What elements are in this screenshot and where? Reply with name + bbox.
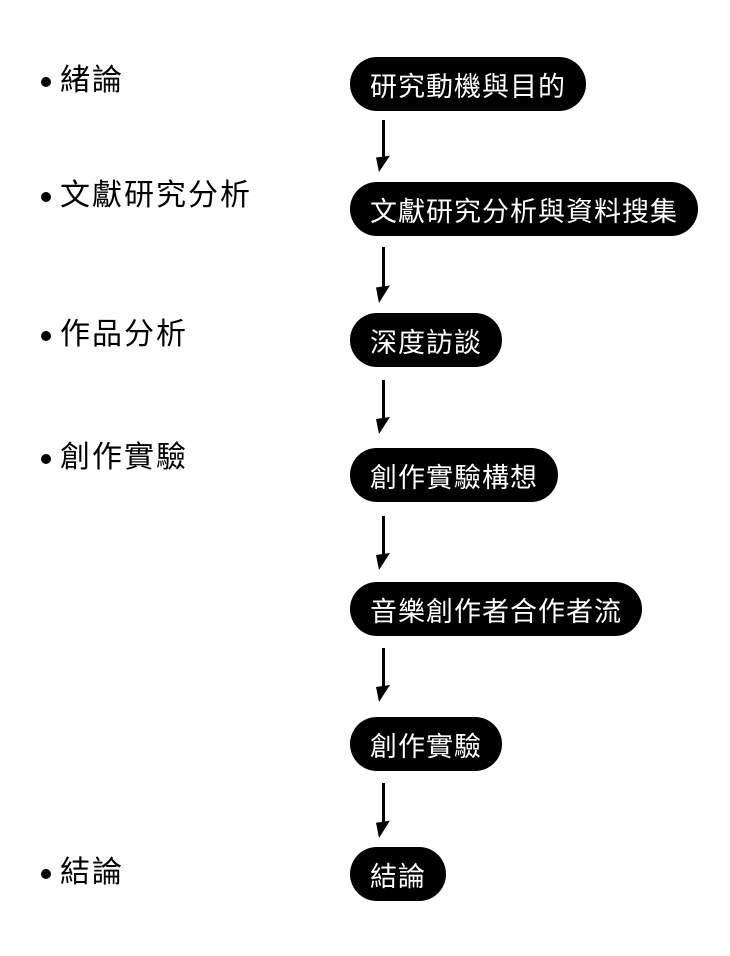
arrow-down-icon xyxy=(376,380,390,434)
bullet-icon xyxy=(41,331,51,341)
outline-item-introduction: 緒論 xyxy=(41,64,124,98)
arrow-down-icon xyxy=(376,247,390,303)
arrow-down-icon xyxy=(376,516,390,570)
outline-item-conclusion: 結論 xyxy=(41,856,124,890)
bullet-icon xyxy=(41,192,51,202)
flow-node-musician-collaboration: 音樂創作者合作者流 xyxy=(350,582,642,636)
outline-item-label: 緒論 xyxy=(60,64,124,97)
flow-node-depth-interview: 深度訪談 xyxy=(350,313,502,367)
arrow-down-icon xyxy=(376,120,390,172)
outline-item-label: 結論 xyxy=(60,856,124,889)
outline-item-creation-experiment: 創作實驗 xyxy=(41,441,188,475)
flow-node-literature-collection: 文獻研究分析與資料搜集 xyxy=(350,182,698,236)
flow-node-conclusion: 結論 xyxy=(350,847,446,901)
arrow-down-icon xyxy=(376,648,390,702)
bullet-icon xyxy=(41,77,51,87)
flow-node-experiment-concept: 創作實驗構想 xyxy=(350,448,558,502)
flow-node-creation-experiment: 創作實驗 xyxy=(350,717,502,771)
arrow-down-icon xyxy=(376,783,390,838)
outline-item-label: 作品分析 xyxy=(60,318,188,351)
outline-item-literature-research: 文獻研究分析 xyxy=(41,179,252,213)
outline-item-label: 文獻研究分析 xyxy=(60,179,252,212)
bullet-icon xyxy=(41,454,51,464)
outline-item-work-analysis: 作品分析 xyxy=(41,318,188,352)
outline-item-label: 創作實驗 xyxy=(60,441,188,474)
flow-node-research-motivation: 研究動機與目的 xyxy=(350,57,586,111)
bullet-icon xyxy=(41,869,51,879)
